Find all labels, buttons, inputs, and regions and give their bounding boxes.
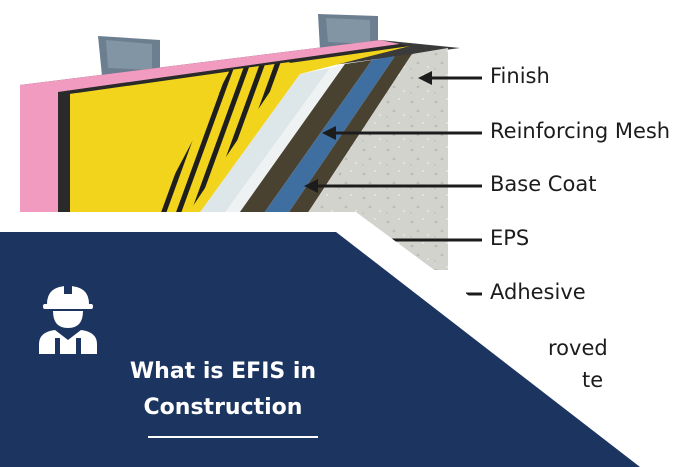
reinforcing-mesh-layer (245, 56, 395, 240)
label-reinforcing-mesh: Reinforcing Mesh (490, 119, 671, 143)
label-eps: EPS (490, 226, 530, 250)
base-coat-outer (270, 54, 412, 240)
metal-clip-left (98, 36, 160, 78)
eps-layer (180, 68, 330, 240)
adhesive-ribbons (140, 62, 290, 240)
arrow-mesh (322, 126, 482, 140)
page-title: What is EFIS in Construction (90, 354, 356, 426)
title-underline (148, 436, 318, 438)
title-line-1: What is EFIS in (129, 359, 317, 384)
title-banner (0, 232, 640, 467)
label-partial-1: roved (548, 336, 608, 360)
label-finish: Finish (490, 64, 550, 88)
label-adhesive: Adhesive (490, 280, 586, 304)
diagonal-separator (0, 212, 700, 467)
base-coat-layer (220, 60, 372, 240)
arrow-finish (418, 71, 482, 85)
label-partial-2: te (582, 368, 604, 392)
construction-worker-icon (39, 284, 97, 354)
weather-barrier-layer (70, 46, 410, 240)
title-line-2: Construction (143, 395, 303, 420)
eps-layer-face (205, 64, 345, 240)
label-base-coat: Base Coat (490, 172, 597, 196)
arrow-basecoat (304, 179, 482, 193)
